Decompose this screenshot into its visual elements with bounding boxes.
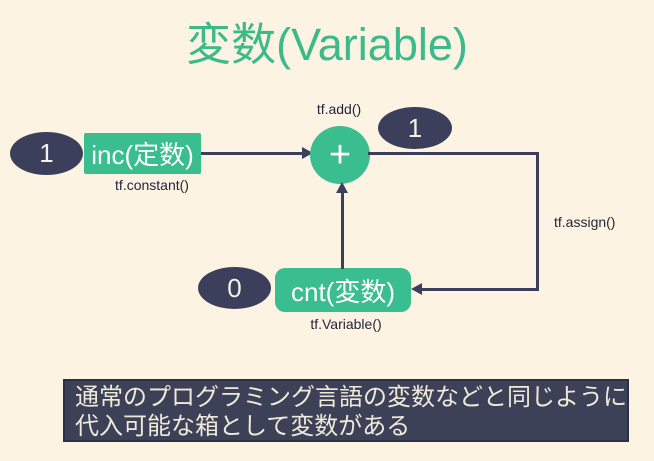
tf-assign-label: tf.assign() <box>554 214 616 230</box>
edge-inc-to-add-arrowhead <box>302 147 313 159</box>
tf-add-label: tf.add() <box>316 101 362 117</box>
edge-cnt-to-add-arrowhead <box>336 182 348 193</box>
edge-inc-to-add <box>201 152 303 155</box>
edge-cnt-to-add <box>341 193 344 269</box>
cnt-value-ellipse: 0 <box>198 267 271 309</box>
inc-node: inc(定数) <box>84 133 201 174</box>
inc-value-ellipse: 1 <box>10 132 83 175</box>
edge-assign-arrowhead <box>411 283 422 295</box>
tf-variable-label: tf.Variable() <box>310 316 382 332</box>
add-op-symbol: + <box>328 133 352 176</box>
cnt-value-text: 0 <box>227 272 242 303</box>
add-output-ellipse: 1 <box>378 107 452 149</box>
page-title: 変数(Variable) <box>186 19 468 70</box>
add-output-text: 1 <box>407 112 423 143</box>
cnt-node-label: cnt(変数) <box>290 276 395 307</box>
edge-assign-vertical-segment <box>536 152 539 291</box>
footer-note-box: 通常のプログラミング言語の変数などと同じように 代入可能な箱として変数がある <box>63 379 629 442</box>
inc-value-text: 1 <box>39 138 54 168</box>
inc-node-label: inc(定数) <box>91 140 194 170</box>
footer-note-line2: 代入可能な箱として変数がある <box>75 412 411 440</box>
cnt-node: cnt(変数) <box>275 268 411 312</box>
edge-add-right-segment <box>368 152 539 155</box>
tf-constant-label: tf.constant() <box>115 177 189 193</box>
add-op-node: + <box>310 126 370 184</box>
footer-note-line1: 通常のプログラミング言語の変数などと同じように <box>75 383 627 411</box>
edge-assign-bottom-segment <box>422 288 539 291</box>
